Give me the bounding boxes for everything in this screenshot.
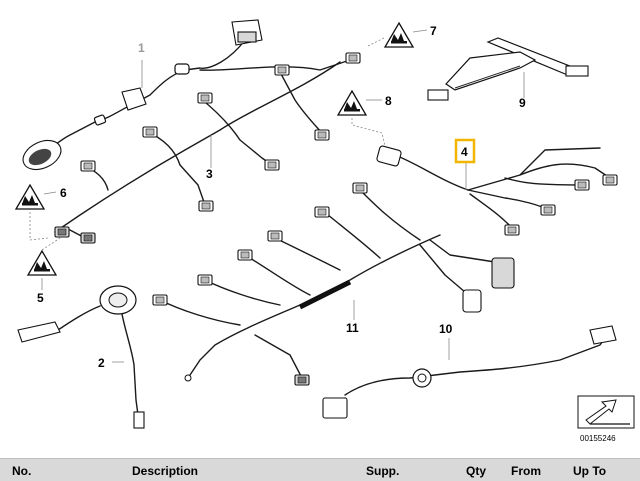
column-header-no[interactable]: No. [12, 464, 32, 478]
callout-11[interactable]: 11 [346, 321, 359, 335]
harness-part-1[interactable] [18, 19, 361, 175]
callout-4-highlight[interactable]: 4 [454, 138, 476, 164]
harness-part-3[interactable] [54, 61, 341, 244]
column-header-qty[interactable]: Qty [466, 464, 487, 478]
harness-part-10[interactable] [322, 325, 617, 419]
callout-3[interactable]: 3 [206, 167, 213, 181]
callout-6[interactable]: 6 [60, 186, 67, 200]
warning-triangle-5 [27, 250, 57, 276]
column-header-description[interactable]: Description [132, 464, 199, 478]
harness-part-4[interactable] [376, 145, 618, 236]
ribbon-cable-part-9[interactable] [427, 37, 589, 101]
parts-table-header: No. Description Supp. Qty From Up To [0, 458, 640, 481]
callout-4[interactable]: 4 [461, 145, 468, 159]
column-header-from[interactable]: From [511, 464, 541, 478]
column-header-supp[interactable]: Supp. [366, 464, 400, 478]
warning-triangle-7 [384, 22, 414, 48]
harness-part-11[interactable] [152, 182, 515, 386]
callout-1[interactable]: 1 [138, 41, 145, 55]
callout-8[interactable]: 8 [385, 94, 392, 108]
image-code: 00155246 [580, 434, 616, 443]
parts-diagram: 1 2 3 4 5 6 7 8 9 10 11 00155246 [15, 19, 635, 443]
column-header-upto[interactable]: Up To [573, 464, 607, 478]
callout-7[interactable]: 7 [430, 24, 437, 38]
callout-5[interactable]: 5 [37, 291, 44, 305]
warning-triangle-6 [15, 184, 45, 210]
callout-9[interactable]: 9 [519, 96, 526, 110]
callout-10[interactable]: 10 [439, 322, 453, 336]
harness-part-2[interactable] [17, 285, 145, 429]
warning-triangle-8 [337, 90, 367, 116]
callout-2[interactable]: 2 [98, 356, 105, 370]
direction-arrow-icon [577, 395, 635, 429]
